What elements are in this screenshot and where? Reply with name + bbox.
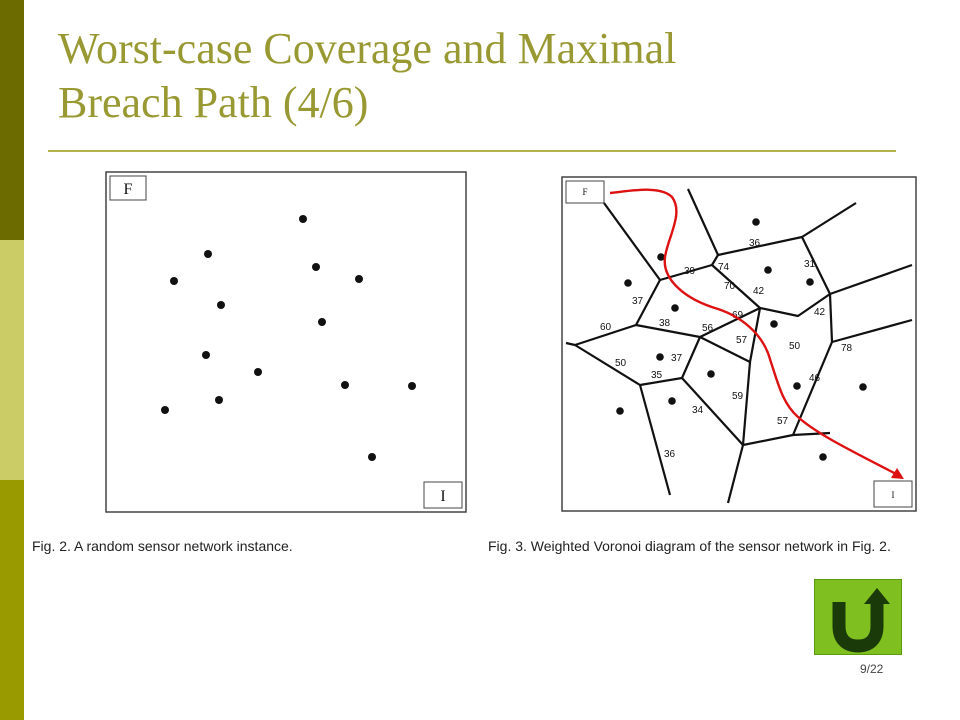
figure-3-i-label: I: [892, 490, 895, 500]
edge-weight: 36: [749, 238, 761, 249]
voronoi-edge: [681, 377, 744, 446]
figure-2-sensor-network: F I: [104, 170, 468, 514]
figure-2-i-label: I: [440, 488, 445, 505]
sensor-dot: [299, 215, 307, 223]
sensor-dot: [668, 397, 676, 405]
voronoi-edge: [565, 341, 576, 347]
edge-weight: 35: [651, 370, 663, 381]
edge-weight: 57: [777, 416, 789, 427]
sensor-dot: [204, 250, 212, 258]
voronoi-edge: [801, 202, 857, 238]
voronoi-edge: [829, 263, 913, 296]
voronoi-edge: [686, 188, 720, 256]
slide-title-line-2: Breach Path (4/6): [58, 78, 369, 127]
figure-2-frame: [105, 171, 467, 513]
maximal-breach-path: [609, 188, 899, 477]
voronoi-weights: 36 31 74 70 42 39 37 69 42 60 38 56 57 5…: [600, 238, 853, 460]
voronoi-edge: [574, 336, 702, 387]
figure-3-caption: Fig. 3. Weighted Voronoi diagram of the …: [488, 538, 891, 554]
edge-weight: 57: [736, 335, 748, 346]
figure-3-i-box: [873, 480, 913, 508]
sensor-dot: [859, 383, 867, 391]
sensor-dot: [254, 368, 262, 376]
voronoi-edge: [831, 318, 913, 344]
back-button[interactable]: [814, 579, 902, 655]
path-arrowhead: [891, 468, 904, 479]
sensor-dot: [341, 381, 349, 389]
edge-weight: 39: [684, 266, 696, 277]
figure-3-voronoi-diagram: F I 36 31 74 70 42 39 37 69: [560, 175, 920, 515]
voronoi-edge: [741, 293, 834, 447]
slide-title: Worst-case Coverage and Maximal Breach P…: [58, 22, 918, 130]
sensor-dot: [819, 453, 827, 461]
edge-weight: 56: [702, 323, 714, 334]
figure-2-f-box: [109, 175, 147, 201]
figure-2-i-box: [423, 481, 463, 509]
sensor-dot: [215, 396, 223, 404]
edge-weight: 38: [659, 318, 671, 329]
sensor-dot: [312, 263, 320, 271]
sensor-dot: [161, 406, 169, 414]
edge-weight: 31: [804, 259, 816, 270]
sensor-dot: [217, 301, 225, 309]
figure-2-sensors: [161, 215, 416, 461]
sensor-dot: [770, 320, 778, 328]
figure-2-caption: Fig. 2. A random sensor network instance…: [32, 538, 293, 554]
edge-weight: 50: [789, 341, 801, 352]
edge-weight: 78: [841, 343, 853, 354]
sensor-dot: [202, 351, 210, 359]
sidebar-decoration: [0, 0, 24, 720]
slide-title-line-1: Worst-case Coverage and Maximal: [58, 24, 677, 73]
voronoi-edges: [565, 188, 913, 504]
sensor-dot: [806, 278, 814, 286]
sensor-dot: [752, 218, 760, 226]
edge-weight: 59: [732, 391, 744, 402]
edge-weight: 37: [632, 296, 644, 307]
voronoi-edge: [699, 336, 751, 363]
sensor-dot: [170, 277, 178, 285]
edge-weight: 69: [732, 310, 744, 321]
edge-weight: 34: [692, 405, 704, 416]
u-turn-arrow-icon: [832, 588, 890, 653]
edge-weight: 46: [809, 373, 821, 384]
sensor-dot: [764, 266, 772, 274]
sensor-dot: [793, 382, 801, 390]
page-number: 9/22: [860, 662, 884, 676]
sensor-dot: [671, 304, 679, 312]
edge-weight: 50: [615, 358, 627, 369]
sensor-dot: [318, 318, 326, 326]
edge-weight: 42: [814, 307, 826, 318]
voronoi-edge: [659, 236, 832, 318]
voronoi-edge: [792, 431, 831, 437]
edge-weight: 36: [664, 449, 676, 460]
sensor-dot: [656, 353, 664, 361]
sidebar-segment-middle: [0, 240, 24, 480]
title-divider: [48, 150, 896, 152]
sidebar-segment-top: [0, 0, 24, 240]
sensor-dot: [355, 275, 363, 283]
figure-3-f-label: F: [582, 187, 587, 197]
sensor-dot: [624, 279, 632, 287]
sensor-dot: [657, 253, 665, 261]
figure-2-f-label: F: [124, 181, 133, 198]
edge-weight: 70: [724, 281, 736, 292]
sensor-dot: [368, 453, 376, 461]
sensor-dot: [707, 370, 715, 378]
figure-3-sensors: [616, 218, 867, 461]
edge-weight: 60: [600, 322, 612, 333]
voronoi-edge: [726, 444, 745, 504]
sensor-dot: [616, 407, 624, 415]
voronoi-edge: [638, 384, 672, 496]
figure-3-frame: [561, 176, 917, 512]
sensor-dot: [408, 382, 416, 390]
voronoi-edge: [603, 202, 661, 281]
sidebar-segment-bottom: [0, 480, 24, 720]
edge-weight: 37: [671, 353, 683, 364]
edge-weight: 74: [718, 262, 730, 273]
figure-3-f-box: [565, 180, 605, 204]
edge-weight: 42: [753, 286, 765, 297]
